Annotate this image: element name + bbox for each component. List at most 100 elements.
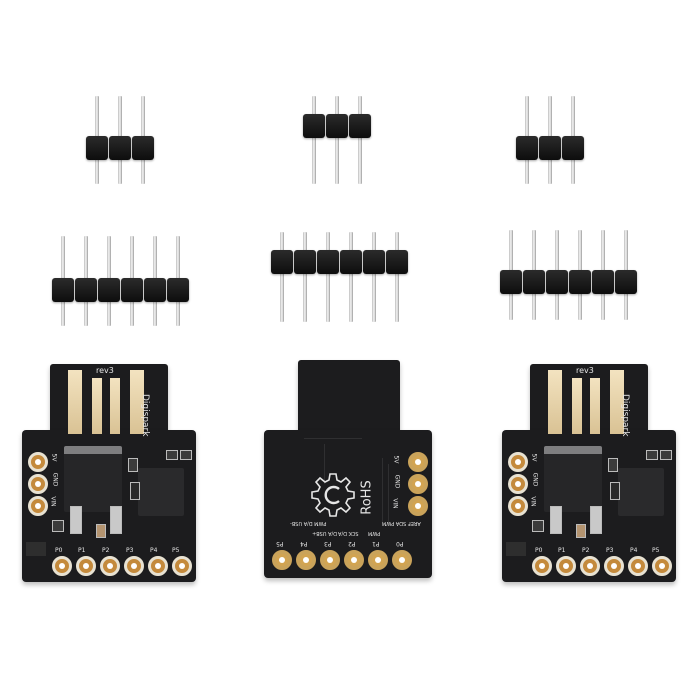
smd-component [96,524,106,538]
pin-function-label: AREF SDA PWM [382,520,421,526]
pin-label-p4: P4 [150,547,158,554]
pin-header-3-center [303,96,372,184]
io-pad-p1 [76,556,96,576]
pin-label-p5: P5 [276,540,284,547]
pin-label-p5: P5 [652,547,660,554]
pin-label-p1: P1 [78,547,86,554]
usb-contact [610,370,624,434]
brand-label: Digispark [620,394,630,437]
smd-component [128,458,138,472]
smd-component [610,482,620,500]
pcb-trace [324,444,325,484]
pin-function-label: PWM D/A USB- [290,520,327,526]
power-label-gnd: GND [393,474,401,489]
usb-contact [548,370,562,434]
voltage-regulator [64,446,122,512]
io-pad-p4 [296,550,316,570]
power-label-vin: VIN [529,496,537,507]
smd-component [130,482,140,500]
usb-contact [572,378,582,434]
io-pad-p0 [532,556,552,576]
attiny85-chip [138,468,184,516]
power-label-gnd: GND [51,472,59,487]
digispark-board-front-left: rev3 Digispark 5V GND VIN P0 P1 P2 P3 P4… [22,364,198,586]
pcb-trace [382,458,383,524]
power-label-vin: VIN [49,496,57,507]
pin-header-6-right [500,230,638,320]
pin-function-label: PWM [368,530,381,536]
power-pad-5v [28,452,48,472]
power-pad-vin [28,496,48,516]
io-pad-p5 [652,556,672,576]
io-pad-p5 [172,556,192,576]
pin-header-3-left [86,96,155,184]
io-pad-p3 [124,556,144,576]
smd-component [646,450,658,460]
usb-contact [92,378,102,434]
pin-label-p3: P3 [324,540,332,547]
io-pad-p0 [392,550,412,570]
pin-label-p1: P1 [558,547,566,554]
digispark-board-back-center: RoHS 5V GND VIN PWM D/A USB- D/A USB+ SC… [264,360,434,582]
smd-component [660,450,672,460]
voltage-regulator [544,446,602,512]
pin-label-p0: P0 [55,547,63,554]
pin-label-p0: P0 [535,547,543,554]
usb-contact [68,370,82,434]
power-pad-gnd [408,474,428,494]
pcb-trace [388,464,389,524]
pin-function-label: D/A USB+ [312,530,337,536]
usb-contact [130,370,144,434]
io-pad-p4 [148,556,168,576]
io-pad-p2 [344,550,364,570]
brand-label: Digispark [140,394,150,437]
pin-label-p3: P3 [126,547,134,554]
pin-label-p2: P2 [102,547,110,554]
power-pad-gnd [508,474,528,494]
pin-label-p4: P4 [300,540,308,547]
io-pad-p2 [580,556,600,576]
usb-contact [590,378,600,434]
smd-component [608,458,618,472]
pin-label-p2: P2 [582,547,590,554]
pin-label-p4: P4 [630,547,638,554]
attiny85-chip [618,468,664,516]
pcb-trace [304,438,362,439]
zener-diode [506,542,526,556]
pin-header-6-left [52,236,190,326]
pin-header-6-center [271,232,409,322]
pin-label-p5: P5 [172,547,180,554]
pin-label-p3: P3 [606,547,614,554]
power-label-5v: 5V [530,453,538,462]
pin-label-p2: P2 [348,540,356,547]
power-label-gnd: GND [531,472,539,487]
pin-function-label: SCK D/A [338,530,359,536]
regulator-leg [70,506,82,534]
io-pad-p5 [272,550,292,570]
power-pad-vin [508,496,528,516]
open-hardware-gear-icon [311,473,355,517]
power-label-5v: 5V [392,455,400,464]
zener-diode [26,542,46,556]
power-pad-5v [508,452,528,472]
io-pad-p2 [100,556,120,576]
pin-label-p0: P0 [396,540,404,547]
regulator-leg [590,506,602,534]
io-pad-p3 [604,556,624,576]
smd-component [180,450,192,460]
io-pad-p3 [320,550,340,570]
pin-label-p1: P1 [372,540,380,547]
regulator-leg [110,506,122,534]
io-pad-p1 [556,556,576,576]
io-pad-p0 [52,556,72,576]
usb-contact [110,378,120,434]
smd-component [52,520,64,532]
revision-label: rev3 [96,366,114,375]
digispark-board-front-right: rev3 Digispark 5V GND VIN P0 P1 P2 P3 P4… [502,364,678,586]
rohs-label: RoHS [359,480,375,515]
power-pad-vin [408,496,428,516]
smd-component [532,520,544,532]
power-pad-5v [408,452,428,472]
smd-component [166,450,178,460]
regulator-leg [550,506,562,534]
